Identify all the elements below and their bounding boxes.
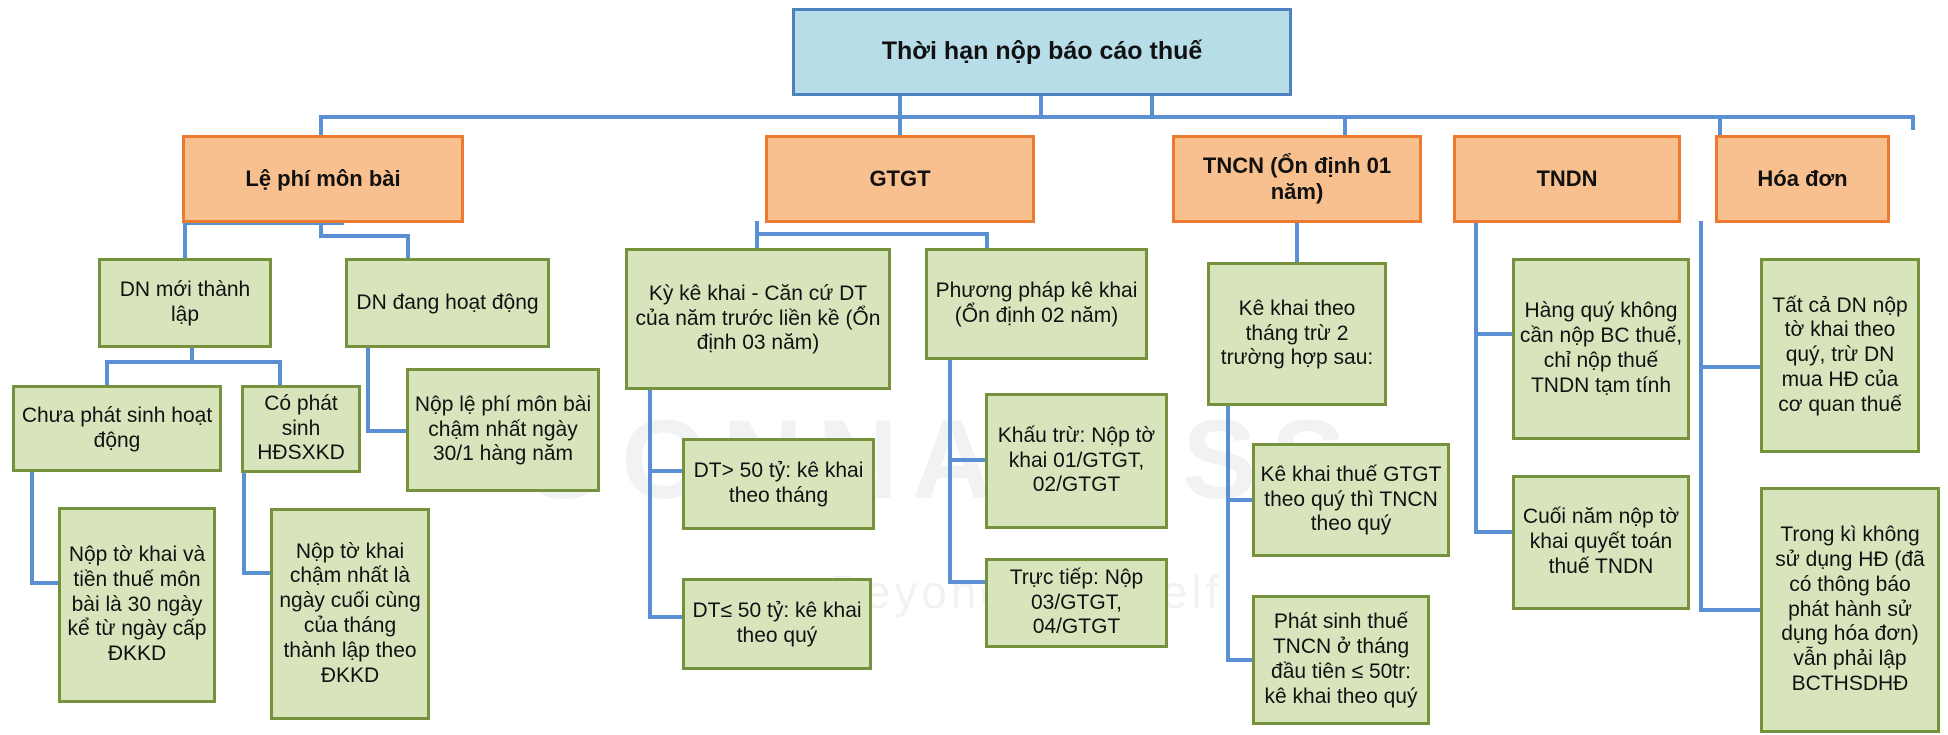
category-le-phi-mon-bai: Lệ phí môn bài bbox=[182, 135, 464, 223]
node-truc-tiep: Trực tiếp: Nộp 03/GTGT, 04/GTGT bbox=[985, 558, 1168, 648]
node-co-phat-sinh: Có phát sinh HĐSXKD bbox=[241, 385, 361, 473]
node-label: DT≤ 50 tỷ: kê khai theo quý bbox=[692, 599, 862, 647]
node-label: Phát sinh thuế TNCN ở tháng đầu tiên ≤ 5… bbox=[1264, 610, 1418, 708]
node-label: Trong kì không sử dụng HĐ (đã có thông b… bbox=[1775, 523, 1925, 695]
node-tncn-theo-quy: Kê khai thuế GTGT theo quý thì TNCN theo… bbox=[1252, 443, 1450, 557]
node-label: Chưa phát sinh hoạt động bbox=[21, 403, 213, 452]
node-nop-to-khai-cuoi-thang: Nộp tờ khai chậm nhất là ngày cuối cùng … bbox=[270, 508, 430, 720]
node-dt-tren-50-ty: DT> 50 tỷ: kê khai theo tháng bbox=[682, 438, 875, 530]
node-label: DT> 50 tỷ: kê khai theo tháng bbox=[693, 459, 864, 507]
node-ky-ke-khai: Kỳ kê khai - Căn cứ DT của năm trước liề… bbox=[625, 248, 891, 390]
node-dn-dang-hoat-dong: DN đang hoạt động bbox=[345, 258, 550, 348]
node-tncn-50tr: Phát sinh thuế TNCN ở tháng đầu tiên ≤ 5… bbox=[1252, 595, 1430, 725]
node-chua-phat-sinh: Chưa phát sinh hoạt động bbox=[12, 385, 222, 472]
node-label: Kỳ kê khai - Căn cứ DT của năm trước liề… bbox=[635, 281, 881, 355]
node-trong-ki: Trong kì không sử dụng HĐ (đã có thông b… bbox=[1760, 487, 1940, 733]
node-label: Nộp lệ phí môn bài chậm nhất ngày 30/1 h… bbox=[414, 392, 592, 466]
node-label: Tất cả DN nộp tờ khai theo quý, trừ DN m… bbox=[1772, 293, 1908, 416]
node-label: Trực tiếp: Nộp 03/GTGT, 04/GTGT bbox=[1009, 565, 1144, 639]
node-dt-duoi-50-ty: DT≤ 50 tỷ: kê khai theo quý bbox=[682, 578, 872, 670]
node-label: Hàng quý không cần nộp BC thuế, chỉ nộp … bbox=[1519, 299, 1683, 397]
category-gtgt: GTGT bbox=[765, 135, 1035, 223]
node-label: Phương pháp kê khai (Ổn định 02 năm) bbox=[935, 279, 1138, 327]
node-cuoi-nam: Cuối năm nộp tờ khai quyết toán thuế TND… bbox=[1512, 475, 1690, 610]
category-label: Hóa đơn bbox=[1757, 166, 1848, 192]
category-label: Lệ phí môn bài bbox=[245, 166, 401, 192]
node-label: DN đang hoạt động bbox=[356, 290, 539, 314]
category-hoa-don: Hóa đơn bbox=[1715, 135, 1890, 223]
watermark-logo-text: GONNAPASS bbox=[520, 397, 1360, 522]
node-nop-to-khai-30-ngay: Nộp tờ khai và tiền thuế môn bài là 30 n… bbox=[58, 507, 216, 703]
category-label: TNCN (Ổn định 01 năm) bbox=[1202, 153, 1392, 204]
node-dn-moi-thanh-lap: DN mới thành lập bbox=[98, 258, 272, 348]
node-label: Kê khai theo tháng trừ 2 trường hợp sau: bbox=[1220, 296, 1374, 370]
category-tndn: TNDN bbox=[1453, 135, 1681, 223]
root-title-box: Thời hạn nộp báo cáo thuế bbox=[792, 8, 1292, 96]
node-label: Có phát sinh HĐSXKD bbox=[257, 391, 345, 465]
node-phuong-phap-ke-khai: Phương pháp kê khai (Ổn định 02 năm) bbox=[925, 248, 1148, 360]
node-label: Cuối năm nộp tờ khai quyết toán thuế TND… bbox=[1522, 505, 1680, 578]
node-label: Nộp tờ khai chậm nhất là ngày cuối cùng … bbox=[279, 539, 421, 687]
root-title: Thời hạn nộp báo cáo thuế bbox=[881, 37, 1203, 66]
category-tncn: TNCN (Ổn định 01 năm) bbox=[1172, 135, 1422, 223]
category-label: TNDN bbox=[1536, 166, 1598, 192]
node-hang-quy: Hàng quý không cần nộp BC thuế, chỉ nộp … bbox=[1512, 258, 1690, 440]
node-nop-le-phi: Nộp lệ phí môn bài chậm nhất ngày 30/1 h… bbox=[406, 368, 600, 492]
node-tat-ca-dn: Tất cả DN nộp tờ khai theo quý, trừ DN m… bbox=[1760, 258, 1920, 453]
node-label: Nộp tờ khai và tiền thuế môn bài là 30 n… bbox=[67, 543, 207, 666]
node-label: Khấu trừ: Nộp tờ khai 01/GTGT, 02/GTGT bbox=[997, 423, 1156, 497]
node-ke-khai-theo-thang: Kê khai theo tháng trừ 2 trường hợp sau: bbox=[1207, 262, 1387, 406]
node-label: Kê khai thuế GTGT theo quý thì TNCN theo… bbox=[1260, 462, 1442, 536]
node-khau-tru: Khấu trừ: Nộp tờ khai 01/GTGT, 02/GTGT bbox=[985, 393, 1168, 529]
category-label: GTGT bbox=[869, 166, 931, 192]
node-label: DN mới thành lập bbox=[119, 278, 251, 326]
